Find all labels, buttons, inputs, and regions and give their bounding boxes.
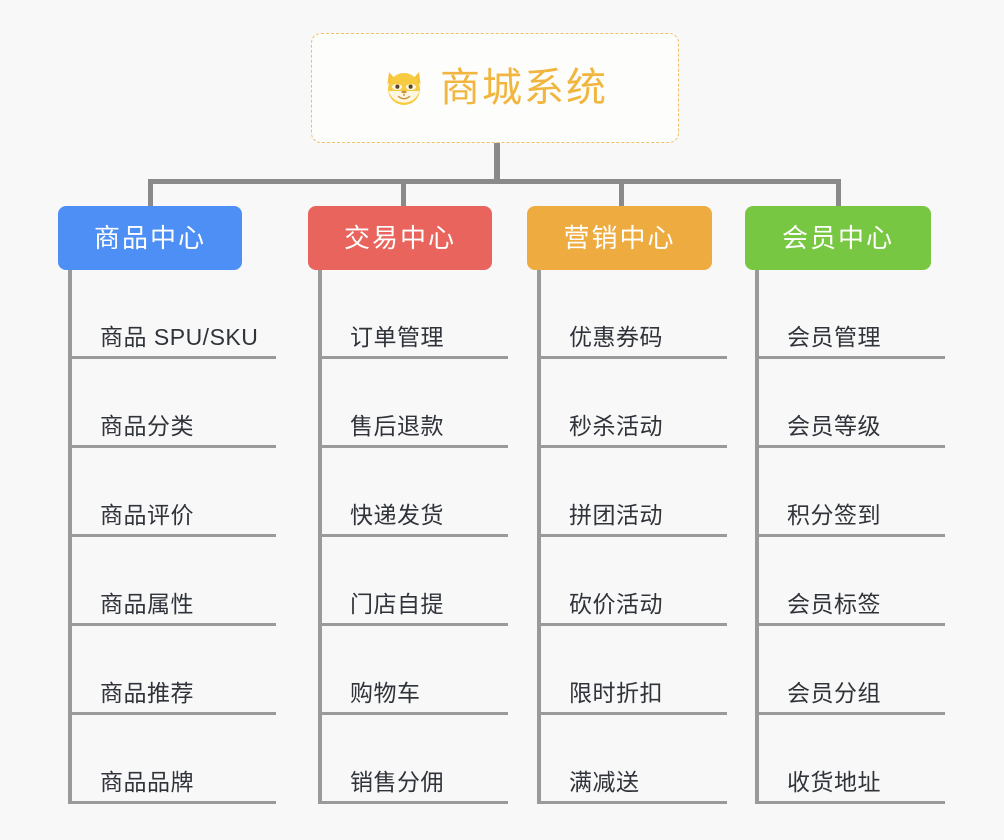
leaf-item[interactable]: 会员标签 xyxy=(757,537,945,626)
leaf-list-trade-center: 订单管理 售后退款 快递发货 门店自提 购物车 销售分佣 xyxy=(308,270,508,804)
leaf-label: 商品属性 xyxy=(100,590,194,617)
connector-bus xyxy=(148,179,841,184)
leaf-item[interactable]: 会员管理 xyxy=(757,270,945,359)
connector-drop-product-center xyxy=(148,179,153,208)
leaf-label: 订单管理 xyxy=(350,323,444,350)
leaf-item[interactable]: 收货地址 xyxy=(757,715,945,804)
leaf-label: 商品推荐 xyxy=(100,679,194,706)
leaf-label: 商品评价 xyxy=(100,501,194,528)
leaf-label: 会员分组 xyxy=(787,679,881,706)
leaf-item[interactable]: 订单管理 xyxy=(320,270,508,359)
category-header-member-center[interactable]: 会员中心 xyxy=(745,206,931,270)
leaf-label: 拼团活动 xyxy=(569,501,663,528)
category-header-marketing-center[interactable]: 营销中心 xyxy=(527,206,712,270)
leaf-item[interactable]: 会员等级 xyxy=(757,359,945,448)
category-header-product-center[interactable]: 商品中心 xyxy=(58,206,242,270)
leaf-item[interactable]: 砍价活动 xyxy=(539,537,727,626)
category-header-label: 营销中心 xyxy=(563,223,676,253)
connector-stem xyxy=(494,143,500,181)
leaf-label: 优惠券码 xyxy=(569,323,663,350)
category-header-trade-center[interactable]: 交易中心 xyxy=(308,206,492,270)
branch-trunk-line xyxy=(537,270,541,804)
leaf-item[interactable]: 商品推荐 xyxy=(70,626,276,715)
leaf-item[interactable]: 销售分佣 xyxy=(320,715,508,804)
leaf-label: 限时折扣 xyxy=(569,679,663,706)
leaf-label: 售后退款 xyxy=(350,412,444,439)
leaf-item[interactable]: 限时折扣 xyxy=(539,626,727,715)
root-node[interactable]: 商城系统 xyxy=(311,33,679,143)
leaf-label: 会员管理 xyxy=(787,323,881,350)
leaf-label: 秒杀活动 xyxy=(569,412,663,439)
leaf-label: 砍价活动 xyxy=(569,590,663,617)
leaf-item[interactable]: 商品评价 xyxy=(70,448,276,537)
leaf-item[interactable]: 门店自提 xyxy=(320,537,508,626)
leaf-label: 会员标签 xyxy=(787,590,881,617)
leaf-item[interactable]: 商品属性 xyxy=(70,537,276,626)
leaf-item[interactable]: 商品品牌 xyxy=(70,715,276,804)
connector-drop-trade-center xyxy=(401,179,406,208)
leaf-item[interactable]: 快递发货 xyxy=(320,448,508,537)
shiba-dog-face-icon xyxy=(382,66,426,110)
branch-trunk-line xyxy=(68,270,72,804)
leaf-item[interactable]: 购物车 xyxy=(320,626,508,715)
leaf-item[interactable]: 满减送 xyxy=(539,715,727,804)
category-header-label: 交易中心 xyxy=(343,223,456,253)
leaf-item[interactable]: 积分签到 xyxy=(757,448,945,537)
category-header-label: 商品中心 xyxy=(93,223,206,253)
leaf-item[interactable]: 拼团活动 xyxy=(539,448,727,537)
leaf-item[interactable]: 秒杀活动 xyxy=(539,359,727,448)
branch-trunk-line xyxy=(318,270,322,804)
leaf-label: 销售分佣 xyxy=(350,768,444,795)
leaf-list-product-center: 商品 SPU/SKU 商品分类 商品评价 商品属性 商品推荐 商品品牌 xyxy=(58,270,276,804)
leaf-label: 满减送 xyxy=(569,768,640,795)
branch-trade-center: 交易中心 订单管理 售后退款 快递发货 门店自提 购物车 销售分佣 xyxy=(308,206,508,804)
leaf-item[interactable]: 优惠券码 xyxy=(539,270,727,359)
leaf-label: 门店自提 xyxy=(350,590,444,617)
branch-product-center: 商品中心 商品 SPU/SKU 商品分类 商品评价 商品属性 商品推荐 商品品牌 xyxy=(58,206,276,804)
connector-drop-marketing-center xyxy=(619,179,624,208)
leaf-item[interactable]: 商品分类 xyxy=(70,359,276,448)
leaf-list-member-center: 会员管理 会员等级 积分签到 会员标签 会员分组 收货地址 xyxy=(745,270,945,804)
branch-marketing-center: 营销中心 优惠券码 秒杀活动 拼团活动 砍价活动 限时折扣 满减送 xyxy=(527,206,727,804)
branch-member-center: 会员中心 会员管理 会员等级 积分签到 会员标签 会员分组 收货地址 xyxy=(745,206,945,804)
leaf-item[interactable]: 商品 SPU/SKU xyxy=(70,270,276,359)
leaf-item[interactable]: 售后退款 xyxy=(320,359,508,448)
leaf-label: 收货地址 xyxy=(787,768,881,795)
leaf-label: 快递发货 xyxy=(350,501,444,528)
leaf-list-marketing-center: 优惠券码 秒杀活动 拼团活动 砍价活动 限时折扣 满减送 xyxy=(527,270,727,804)
leaf-label: 积分签到 xyxy=(787,501,881,528)
leaf-label: 购物车 xyxy=(350,679,421,706)
leaf-item[interactable]: 会员分组 xyxy=(757,626,945,715)
connector-drop-member-center xyxy=(836,179,841,208)
root-title: 商城系统 xyxy=(440,66,608,110)
branch-trunk-line xyxy=(755,270,759,804)
leaf-label: 商品品牌 xyxy=(100,768,194,795)
leaf-label: 会员等级 xyxy=(787,412,881,439)
leaf-label: 商品 SPU/SKU xyxy=(100,323,259,350)
leaf-label: 商品分类 xyxy=(100,412,194,439)
category-header-label: 会员中心 xyxy=(781,223,894,253)
